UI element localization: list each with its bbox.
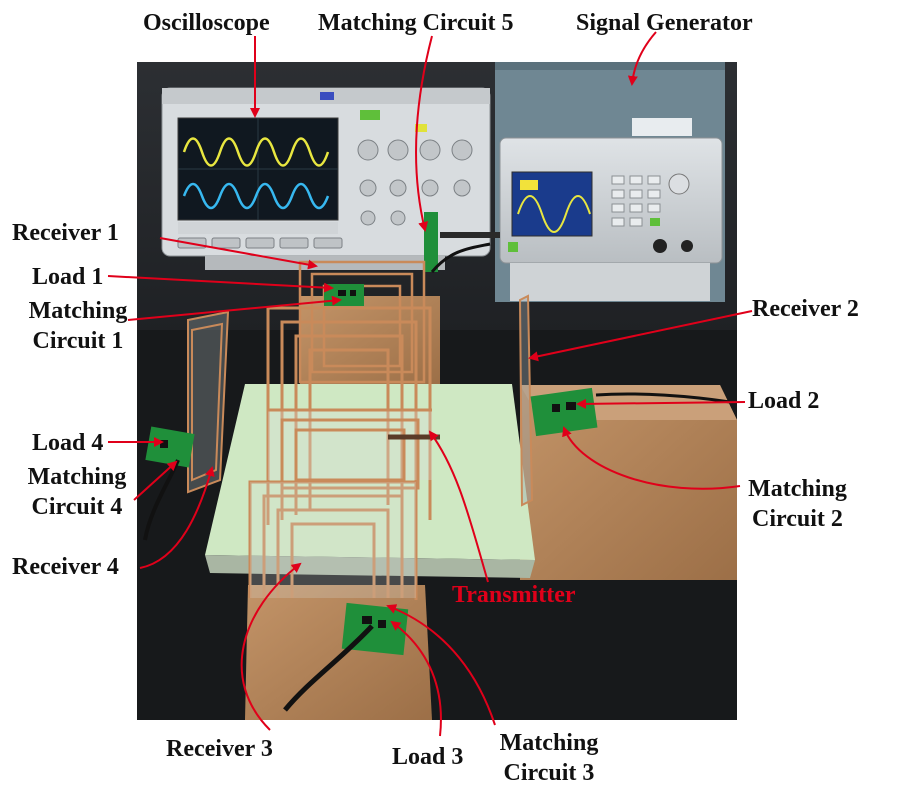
- arrow-receiver-2: [528, 310, 753, 362]
- label-load-4: Load 4: [32, 430, 104, 456]
- arrow-load-2: [576, 398, 746, 409]
- label-load-2: Load 2: [748, 388, 820, 414]
- arrow-transmitter: [428, 430, 489, 583]
- arrow-load-3: [390, 620, 442, 737]
- arrow-receiver-4: [139, 466, 215, 569]
- arrow-load-1: [107, 275, 334, 293]
- signal-generator-screen: [511, 171, 593, 237]
- label-receiver-1: Receiver 1: [12, 220, 119, 246]
- oscilloscope-trace-ch2: [182, 182, 330, 210]
- arrow-matching-circuit-2: [562, 426, 741, 490]
- arrow-matching-circuit-1: [127, 295, 342, 321]
- cardboard-box-front: [245, 585, 432, 720]
- label-matching-circuit-2: Matching Circuit 2: [735, 474, 860, 534]
- label-receiver-3: Receiver 3: [166, 736, 273, 762]
- label-matching-circuit-2-line1: Matching: [748, 476, 847, 502]
- label-receiver-4: Receiver 4: [12, 554, 119, 580]
- label-matching-circuit-2-line2: Circuit 2: [752, 506, 843, 532]
- label-matching-circuit-3-line1: Matching: [499, 730, 599, 756]
- receiver-3-coil: [248, 480, 418, 600]
- oscilloscope-knobs: [357, 139, 473, 226]
- label-matching-circuit-5: Matching Circuit 5: [318, 10, 514, 36]
- label-load-1: Load 1: [32, 264, 104, 290]
- signal-generator-keypad: [611, 175, 661, 227]
- arrow-matching-circuit-5: [415, 35, 433, 232]
- label-signal-generator: Signal Generator: [576, 10, 753, 36]
- cardboard-box-right: [520, 385, 737, 580]
- arrow-matching-circuit-3: [386, 604, 496, 726]
- label-oscilloscope: Oscilloscope: [143, 10, 270, 36]
- label-matching-circuit-1: Matching Circuit 1: [18, 296, 138, 356]
- label-load-3: Load 3: [392, 744, 464, 770]
- arrow-receiver-1: [159, 237, 318, 270]
- arrow-signal-generator: [627, 31, 657, 86]
- matching-circuit-5-board: [424, 212, 438, 272]
- label-matching-circuit-1-line2: Circuit 1: [32, 328, 124, 354]
- label-matching-circuit-3-line2: Circuit 3: [503, 760, 595, 786]
- label-receiver-2: Receiver 2: [752, 296, 859, 322]
- label-matching-circuit-4-line2: Circuit 4: [31, 494, 123, 520]
- arrow-matching-circuit-4: [133, 460, 178, 501]
- oscilloscope-trace-ch1: [182, 137, 330, 167]
- transmitter-coil: [266, 306, 432, 525]
- arrow-receiver-3: [240, 562, 302, 731]
- load-4-board: [145, 426, 195, 468]
- green-paper-platform: [205, 384, 535, 560]
- label-matching-circuit-4: Matching Circuit 4: [16, 462, 138, 522]
- receiver-2-plate: [518, 294, 534, 507]
- label-matching-circuit-1-line1: Matching: [28, 298, 128, 324]
- label-matching-circuit-3: Matching Circuit 3: [488, 728, 610, 788]
- label-transmitter: Transmitter: [452, 582, 576, 608]
- label-matching-circuit-4-line1: Matching: [27, 464, 127, 490]
- annotation-arrows: [107, 31, 753, 737]
